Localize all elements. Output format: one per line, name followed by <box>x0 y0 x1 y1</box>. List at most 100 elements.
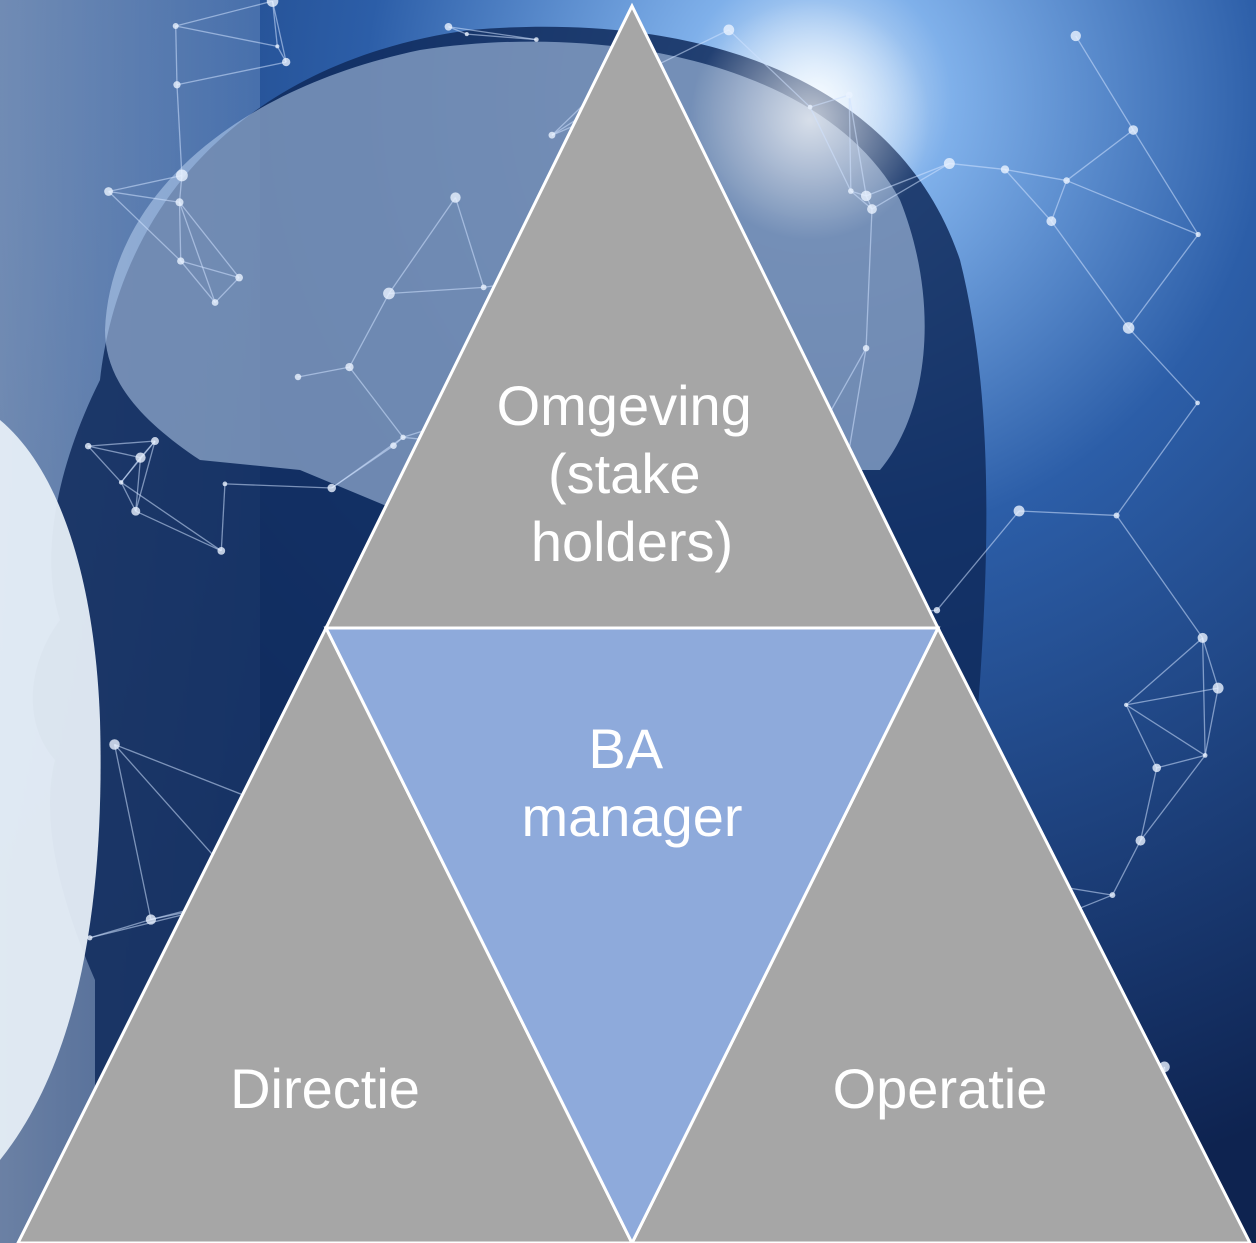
network-link <box>214 277 240 303</box>
network-node <box>933 606 941 614</box>
network-node <box>1109 892 1116 898</box>
network-link <box>1125 704 1206 756</box>
network-node <box>327 483 337 493</box>
network-link <box>224 483 332 489</box>
network-node <box>1152 763 1162 773</box>
network-link <box>1126 687 1219 706</box>
network-link <box>466 33 537 41</box>
network-node <box>867 204 877 214</box>
center-label: BA manager <box>521 717 742 848</box>
network-link <box>120 457 142 483</box>
network-node <box>175 169 188 182</box>
network-link <box>108 174 183 193</box>
network-node <box>266 0 279 7</box>
network-link <box>848 94 867 197</box>
network-link <box>657 29 730 66</box>
network-node <box>1113 512 1120 519</box>
network-node <box>1195 231 1201 238</box>
network-node <box>845 91 853 99</box>
network-node <box>534 37 539 42</box>
right-label-line-1: Operatie <box>833 1057 1048 1120</box>
right-label: Operatie <box>833 1057 1048 1120</box>
network-link <box>809 106 852 192</box>
network-link <box>271 1 278 47</box>
network-node <box>480 284 487 291</box>
network-link <box>108 190 180 203</box>
face-profile <box>0 420 101 1160</box>
network-node <box>400 434 406 440</box>
top-label-line-1: Omgeving <box>497 374 752 437</box>
network-link <box>1050 220 1130 329</box>
network-node <box>84 442 92 450</box>
network-link <box>220 483 226 551</box>
network-link <box>1201 637 1206 756</box>
network-link <box>388 286 484 295</box>
network-link <box>271 0 287 63</box>
network-link <box>120 482 137 512</box>
network-node <box>211 299 219 306</box>
network-link <box>1075 35 1134 131</box>
top-label: Omgeving (stake holders) <box>497 374 768 573</box>
network-node <box>1195 400 1200 406</box>
network-link <box>1125 637 1204 706</box>
network-node <box>1202 753 1208 758</box>
network-node <box>1124 702 1129 707</box>
network-link <box>1066 129 1134 182</box>
network-node <box>807 104 813 110</box>
network-link <box>135 510 222 552</box>
network-node <box>118 480 124 485</box>
network-link <box>448 26 537 41</box>
network-node <box>450 192 461 203</box>
network-node <box>1013 505 1025 517</box>
network-link <box>135 440 156 512</box>
network-link <box>454 197 485 288</box>
left-label-line-1: Directie <box>230 1057 420 1120</box>
network-node <box>548 131 556 139</box>
network-node <box>345 362 354 372</box>
network-link <box>1111 840 1142 896</box>
network-link <box>728 29 811 108</box>
network-node <box>1000 165 1010 174</box>
network-link <box>178 202 216 303</box>
network-node <box>151 437 159 446</box>
network-node <box>1128 125 1139 135</box>
network-node <box>1212 682 1224 694</box>
network-node <box>217 546 226 555</box>
network-node <box>383 287 395 300</box>
network-node <box>1070 30 1081 42</box>
network-node <box>104 187 113 196</box>
network-link <box>1050 180 1068 222</box>
network-link <box>865 162 950 197</box>
network-node <box>177 257 185 265</box>
network-link <box>87 445 122 483</box>
network-link <box>348 366 404 438</box>
network-link <box>175 26 178 85</box>
network-node <box>1046 216 1057 227</box>
network-link <box>936 510 1020 611</box>
network-node <box>390 442 397 449</box>
network-node <box>275 44 280 49</box>
network-link <box>1156 754 1206 769</box>
network-link <box>175 0 273 27</box>
network-link <box>108 191 182 262</box>
network-link <box>1139 755 1206 842</box>
network-node <box>862 344 870 352</box>
network-node <box>281 57 291 67</box>
network-link <box>1004 168 1067 182</box>
network-link <box>1204 687 1219 756</box>
center-triangle <box>323 626 941 1243</box>
network-node <box>1197 632 1208 643</box>
network-node <box>175 198 184 207</box>
network-node <box>860 190 872 202</box>
center-label-line-2: manager <box>521 785 742 848</box>
network-link <box>1116 515 1204 639</box>
network-node <box>222 481 228 487</box>
network-node <box>173 81 181 89</box>
network-link <box>1004 169 1052 222</box>
network-node <box>1122 322 1135 334</box>
network-link <box>949 162 1006 171</box>
network-link <box>135 457 142 512</box>
network-node <box>943 157 955 169</box>
